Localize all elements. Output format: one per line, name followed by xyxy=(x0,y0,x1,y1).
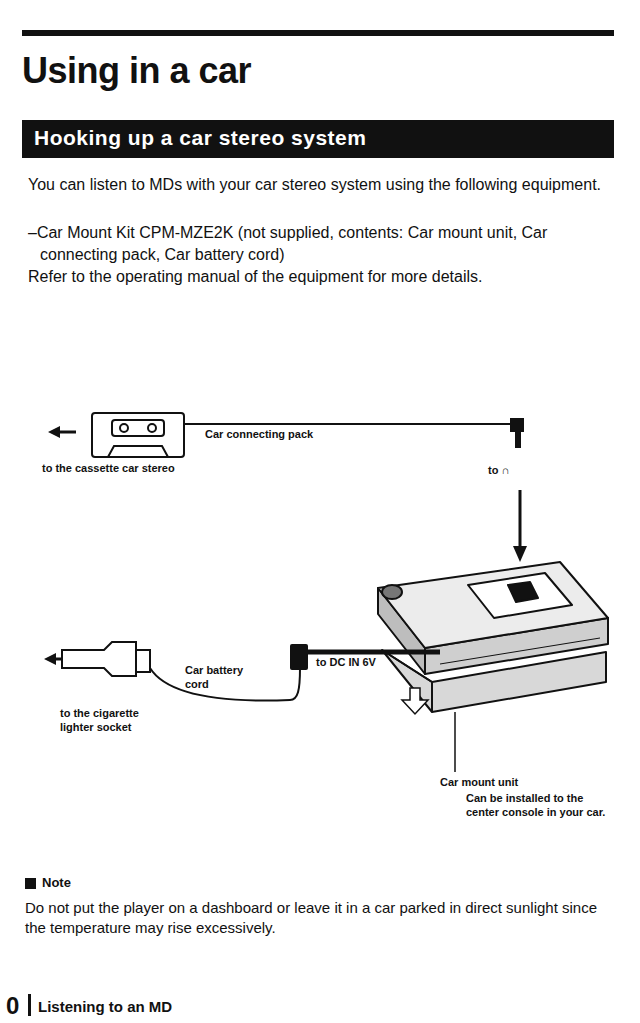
body-text: You can listen to MDs with your car ster… xyxy=(28,174,628,196)
leader-line xyxy=(454,712,456,772)
cord xyxy=(184,423,510,425)
pointer-arrowhead xyxy=(513,546,527,562)
page-title: Using in a car xyxy=(22,48,251,95)
note-heading: Note xyxy=(42,874,142,892)
direction-arrowhead xyxy=(44,653,56,665)
part-name: Car mount unit xyxy=(440,776,590,790)
connection-label: to the cassette car stereo xyxy=(42,462,262,476)
connection-label: to DC IN 6V xyxy=(316,656,436,670)
part-note: Can be installed to the center console i… xyxy=(466,792,616,820)
plug-tip xyxy=(515,432,521,448)
part-name: Car battery cord xyxy=(185,664,265,692)
top-rule xyxy=(22,30,614,36)
running-footer: Listening to an MD xyxy=(38,997,288,1017)
body-text: –Car Mount Kit CPM-MZE2K (not supplied, … xyxy=(28,222,628,265)
cassette-adapter xyxy=(92,413,184,457)
lighter-plug xyxy=(62,642,150,676)
dc-plug xyxy=(290,644,308,670)
install-arrow xyxy=(402,688,428,714)
note-marker xyxy=(25,878,36,889)
page-number: 0 xyxy=(6,990,26,1022)
direction-arrow xyxy=(58,431,76,434)
direction-arrowhead xyxy=(48,426,60,438)
connection-label: to the cigarette lighter socket xyxy=(60,707,140,735)
part-name: Car connecting pack xyxy=(205,428,405,442)
body-text: Refer to the operating manual of the equ… xyxy=(28,266,628,288)
footer-bar xyxy=(28,994,31,1016)
connection-label: to ∩ xyxy=(488,464,548,478)
heading-text: Hooking up a car stereo system xyxy=(34,126,602,150)
dc-pin xyxy=(308,650,440,655)
note-text: Do not put the player on a dashboard or … xyxy=(25,898,620,939)
pointer-line xyxy=(519,490,522,548)
plug xyxy=(510,418,524,432)
heading-band: Hooking up a car stereo system xyxy=(22,120,614,158)
